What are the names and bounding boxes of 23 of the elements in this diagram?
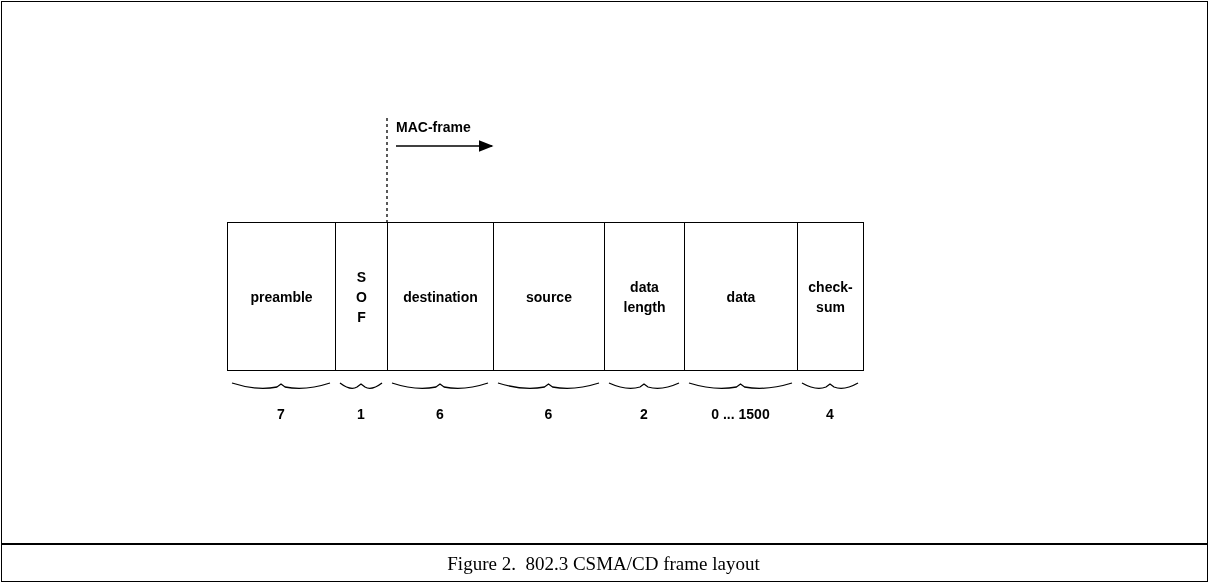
field-box [387,222,494,371]
field-box [684,222,798,371]
field-name: check- sum [807,277,854,317]
field-name: S O F [355,267,368,327]
byte-count: 0 ... 1500 [711,406,770,422]
byte-count: 2 [640,406,648,422]
figure-caption: Figure 2. 802.3 CSMA/CD frame layout [446,553,761,575]
field-name: preamble [250,287,313,307]
frame-label: MAC-frame [396,119,471,135]
byte-count: 7 [277,406,285,422]
field-name: data [726,287,756,307]
field-box [335,222,388,371]
field-box [227,222,336,371]
byte-count: 4 [826,406,834,422]
field-name: destination [403,287,478,307]
field-box [604,222,685,371]
field-name: source [526,287,572,307]
byte-count: 1 [357,406,365,422]
field-box [493,222,605,371]
byte-count: 6 [436,406,444,422]
field-box [797,222,864,371]
field-name: data length [622,277,667,317]
byte-count: 6 [544,406,553,422]
